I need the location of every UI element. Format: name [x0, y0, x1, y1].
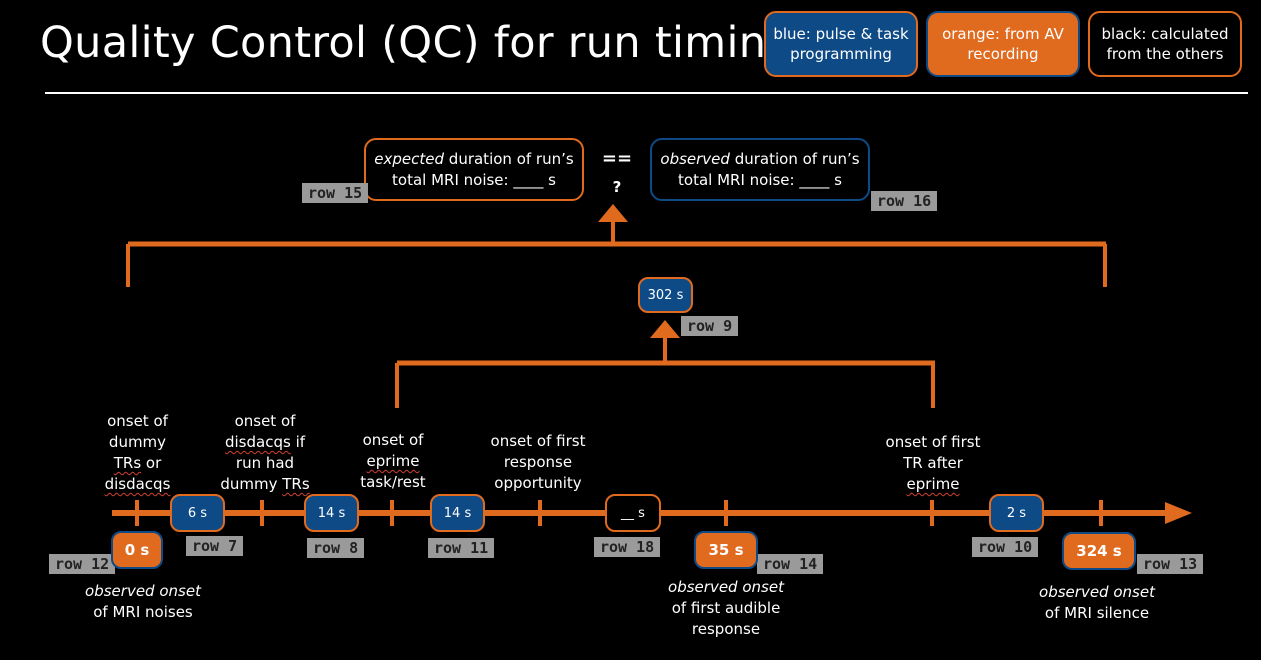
expected-line2: total MRI noise: ____ s [392, 170, 556, 189]
legend-black-line2: from the others [1106, 45, 1224, 63]
label-disdacqs-l4b: TRs [282, 475, 310, 493]
observed-line2: total MRI noise: ____ s [678, 170, 842, 189]
label-tr-after-l2: TR after [903, 454, 963, 472]
observed-line1: duration of run’s [729, 149, 860, 168]
legend-orange-line2: recording [967, 45, 1039, 63]
label-dummy-l1: onset of [107, 412, 168, 430]
label-disdacqs-l1: onset of [234, 412, 296, 430]
label-tr-after-eprime: onset of first TR after eprime [868, 432, 998, 495]
label-audible-response: observed onset of first audible response [656, 577, 796, 640]
label-silence-l1: observed onset [1039, 583, 1155, 601]
row-11-tag: row 11 [428, 538, 495, 558]
value-324-pill: 324 s [1062, 532, 1136, 570]
value-2-pill: 2 s [989, 494, 1044, 532]
label-response-l3: opportunity [494, 474, 582, 492]
value-302-pill: 302 s [638, 277, 693, 313]
label-eprime-onset: onset of eprime task/rest [343, 430, 443, 493]
label-tr-after-l3: eprime [906, 475, 960, 493]
question-mark: ? [612, 178, 622, 196]
label-eprime-l2: eprime [366, 452, 420, 470]
label-eprime-l3: task/rest [360, 473, 426, 491]
label-audible-l3: response [691, 620, 761, 638]
equals-sign: == [601, 148, 633, 169]
label-dummy-l4: disdacqs [104, 475, 171, 493]
label-disdacqs-l3: run had [235, 454, 295, 472]
row-10-tag: row 10 [972, 537, 1039, 557]
label-mri-silence: observed onset of MRI silence [1032, 582, 1162, 624]
label-mri-noises-l1: observed onset [85, 582, 201, 600]
label-mri-noises-l2: of MRI noises [93, 603, 193, 621]
expected-line1: duration of run’s [444, 149, 574, 168]
legend-blue-line2: programming [790, 45, 892, 63]
page-title: Quality Control (QC) for run timing: [40, 18, 809, 68]
label-disdacqs-onset: onset of disdacqs if run had dummy TRs [205, 411, 325, 495]
row-13-tag: row 13 [1137, 554, 1204, 574]
value-blank-pill: __ s [605, 494, 661, 532]
expected-italic: expected [374, 149, 445, 168]
legend-black-line1: black: calculated [1101, 25, 1229, 43]
label-disdacqs-l2a: disdacqs [224, 433, 291, 451]
row-15-tag: row 15 [302, 183, 369, 203]
row-14-tag: row 14 [757, 554, 824, 574]
label-tr-after-l1: onset of first [885, 433, 981, 451]
legend-blue: blue: pulse & task programming [764, 11, 918, 77]
label-eprime-l1: onset of [362, 431, 424, 449]
label-response-onset: onset of first response opportunity [473, 431, 603, 494]
row-16-tag: row 16 [871, 191, 938, 211]
row-8-tag: row 8 [307, 538, 365, 558]
observed-duration-box: observed duration of run’s total MRI noi… [650, 138, 870, 201]
label-disdacqs-l2b: if [290, 433, 306, 451]
value-6-pill: 6 s [170, 494, 225, 532]
label-silence-l2: of MRI silence [1044, 604, 1150, 622]
value-0-pill: 0 s [111, 531, 163, 569]
legend-black: black: calculated from the others [1088, 11, 1242, 77]
label-mri-noises: observed onset of MRI noises [78, 581, 208, 623]
legend-orange-line1: orange: from AV [942, 25, 1064, 43]
label-disdacqs-l4a: dummy [220, 475, 283, 493]
expected-duration-box: expected duration of run’s total MRI noi… [364, 138, 584, 201]
legend-blue-line1: blue: pulse & task [773, 25, 909, 43]
label-dummy-onset: onset of dummy TRs or disdacqs [85, 411, 190, 495]
label-dummy-l2: dummy [108, 433, 167, 451]
row-9-tag: row 9 [681, 316, 739, 336]
legend-orange: orange: from AV recording [926, 11, 1080, 77]
label-response-l1: onset of first [490, 432, 586, 450]
label-audible-l2: of first audible [671, 599, 781, 617]
value-14a-pill: 14 s [304, 494, 359, 532]
title-divider [45, 92, 1248, 94]
row-7-tag: row 7 [186, 536, 244, 556]
row-12-tag: row 12 [49, 554, 116, 574]
row-18-tag: row 18 [594, 537, 661, 557]
label-dummy-l3b: or [141, 454, 162, 472]
label-audible-l1: observed onset [668, 578, 784, 596]
label-response-l2: response [503, 453, 573, 471]
observed-italic: observed [660, 149, 730, 168]
value-35-pill: 35 s [694, 531, 758, 569]
label-dummy-l3a: TRs [113, 454, 142, 472]
value-14b-pill: 14 s [430, 494, 485, 532]
